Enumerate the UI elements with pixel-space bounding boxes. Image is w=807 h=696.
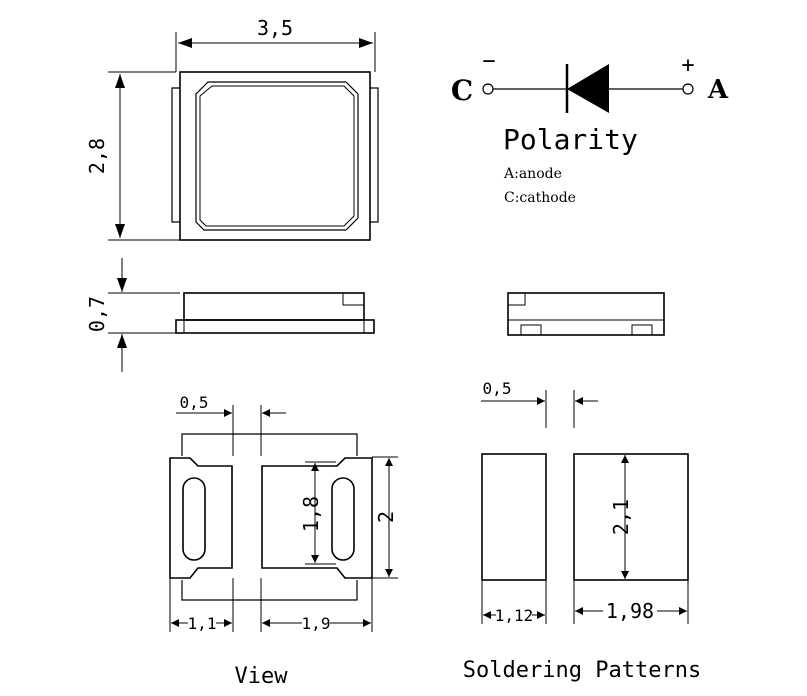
dim-label-view-gap: 0,5 [180,393,209,412]
end-view-notch [507,292,526,306]
dim-label-top-height: 2,8 [85,138,109,174]
side-view-end [507,292,665,336]
anode-letter: A [707,75,729,105]
top-view-lens-inner [199,85,355,227]
dim-label-view-pad-height: 1,8 [299,496,323,532]
cathode-letter: C [451,74,473,107]
bottom-view-frame-top [181,433,358,456]
anode-label: A:anode [503,166,562,182]
bottom-view-left-slot [182,477,206,561]
caption-view: View [235,664,289,689]
solder-pad-left [481,453,547,581]
polarity-title: Polarity [503,123,638,156]
top-view: 3,5 2,8 [85,16,379,241]
bottom-view-left-pad [169,457,233,579]
bottom-view-frame-bottom [181,580,358,601]
dim-label-bg [496,605,532,623]
solder-pad-right [573,453,689,581]
top-view-body [179,71,371,241]
cathode-terminal-icon [482,83,494,95]
dim-label-solder-left-width: 1,12 [495,606,534,625]
side-view-base [175,319,375,334]
dim-label-top-width: 3,5 [257,16,293,40]
dim-label-bg [603,600,657,622]
dim-label-solder-pad-height: 2,1 [609,499,633,535]
end-view-pad [520,324,542,336]
diode-triangle-icon [567,64,609,113]
top-view-lens [195,81,359,231]
bottom-view: 0,5 1,8 2 1,1 1,9 [169,393,398,633]
side-view-notch [342,292,365,306]
side-view-body [183,292,365,321]
dim-label-bg [302,613,330,631]
dim-label-view-right-pad: 1,9 [302,614,331,633]
dim-label-bg [188,613,216,631]
caption-soldering: Soldering Patterns [463,658,701,683]
minus-sign: − [482,49,495,74]
side-view: 0,7 [85,258,375,372]
bottom-view-right-slot [331,477,355,561]
end-view-body [507,292,665,336]
dim-label-view-left-pad: 1,1 [188,614,217,633]
dim-label-solder-gap: 0,5 [483,379,512,398]
top-view-right-lead [370,87,379,223]
polarity-symbol: C − + A Polarity A:anode C:cathode [451,49,729,206]
dim-label-view-total-height: 2 [374,511,398,523]
dim-label-solder-right-width: 1,98 [606,599,654,623]
dim-label-thickness: 0,7 [85,296,109,332]
cathode-label: C:cathode [504,190,576,206]
plus-sign: + [681,53,694,78]
end-view-pad [631,324,653,336]
top-view-left-lead [171,87,180,223]
anode-terminal-icon [682,83,694,95]
soldering-pattern: 0,5 2,1 1,12 1,98 [481,379,689,625]
